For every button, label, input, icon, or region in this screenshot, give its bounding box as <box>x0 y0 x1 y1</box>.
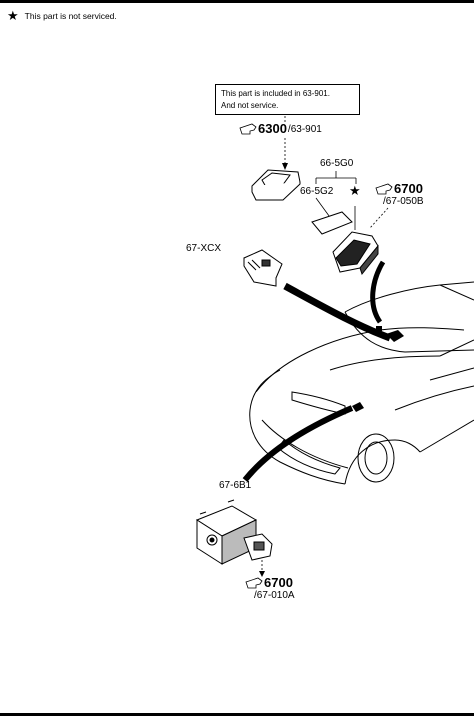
ref-6700-top-sub: /67-050B <box>383 196 424 207</box>
note-box: This part is included in 63-901. And not… <box>215 84 360 115</box>
star-icon: ★ <box>7 8 19 23</box>
connector-xcx-part <box>243 249 283 287</box>
ref-6300[interactable]: 6300 /63-901 <box>258 121 322 136</box>
leader-swoosh-rain <box>370 260 386 324</box>
star-icon-part: ★ <box>349 183 361 198</box>
note-line-1: This part is included in 63-901. <box>221 89 330 98</box>
leader-swoosh-xcx <box>283 282 392 342</box>
hand-pointer-icon-6300 <box>239 123 257 135</box>
sensor-cover-part <box>251 169 301 201</box>
ref-6700-top[interactable]: 6700 <box>394 181 423 196</box>
ref-6300-sub: /63-901 <box>287 124 322 135</box>
bottom-border <box>0 713 474 716</box>
part-label-66-5g2: 66-5G2 <box>300 186 334 197</box>
note-line-2: And not service. <box>221 101 279 110</box>
hand-pointer-icon-6700-top <box>375 183 393 195</box>
rain-sensor-part <box>332 231 379 276</box>
part-label-67-xcx: 67-XCX <box>186 243 222 254</box>
part-label-66-5g0: 66-5G0 <box>320 158 354 169</box>
leader-swoosh-6b1 <box>242 405 354 482</box>
legend-text: This part is not serviced. <box>24 10 117 21</box>
car-body <box>249 281 474 485</box>
ref-6700-bottom-number: 6700 <box>264 575 293 590</box>
ref-6700-top-number: 6700 <box>394 181 423 196</box>
leader-6700-top <box>369 207 389 229</box>
arrow-6300 <box>282 163 288 170</box>
hand-pointer-icon-6700-bottom <box>245 577 263 589</box>
arrow-6700-bottom <box>259 571 265 577</box>
crash-sensor-part <box>195 499 273 565</box>
mount-points <box>352 326 404 412</box>
legend: ★ This part is not serviced. <box>7 9 117 22</box>
film-part <box>311 211 353 235</box>
top-border <box>0 0 474 3</box>
ref-6300-number: 6300 <box>258 121 287 136</box>
ref-6700-bottom-sub: /67-010A <box>254 590 295 601</box>
ref-6700-bottom[interactable]: 6700 <box>264 575 293 590</box>
part-label-67-6b1: 67-6B1 <box>219 480 252 491</box>
